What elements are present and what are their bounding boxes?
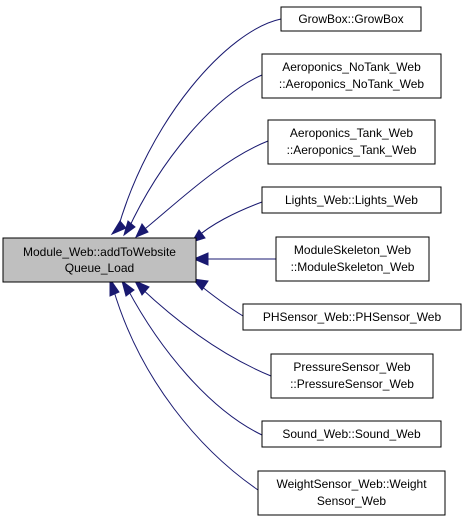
target-node-label: Lights_Web::Lights_Web (285, 193, 418, 207)
arrowhead-moduleskeleton (192, 252, 209, 266)
edge-sound (126, 287, 263, 436)
target-node-box (242, 303, 462, 331)
target-node-label: WeightSensor_Web::Weight (276, 477, 427, 491)
source-node-line-1: Module_Web::addToWebsite (23, 245, 176, 259)
edge-weightsensor (112, 287, 259, 491)
target-node-label: ::Aeroponics_Tank_Web (287, 143, 417, 157)
source-node-line-2: Queue_Load (65, 261, 134, 275)
arrowhead-growbox (110, 220, 127, 236)
arrowhead-group (109, 220, 209, 297)
target-node-weightsensor[interactable]: WeightSensor_Web::Weight Sensor_Web (257, 470, 446, 516)
target-node-label: Sensor_Web (317, 494, 386, 508)
target-node-box (280, 6, 422, 32)
target-node-label: GrowBox::GrowBox (298, 12, 403, 26)
edge-group (112, 18, 282, 491)
target-node-label: PHSensor_Web::PHSensor_Web (263, 310, 442, 324)
target-node-label: ModuleSkeleton_Web (294, 243, 412, 257)
target-node-box (275, 236, 430, 282)
target-node-box (267, 119, 436, 165)
target-node-sound[interactable]: Sound_Web::Sound_Web (261, 420, 442, 448)
arrowhead-sound (121, 279, 135, 297)
edge-pressuresensor (139, 286, 272, 377)
arrowhead-pressuresensor (133, 280, 150, 296)
target-node-label: Sound_Web::Sound_Web (282, 427, 421, 441)
target-node-label: ::PressureSensor_Web (290, 377, 414, 391)
source-node[interactable]: Module_Web::addToWebsite Queue_Load (2, 237, 197, 283)
target-node-phsensor[interactable]: PHSensor_Web::PHSensor_Web (242, 303, 462, 331)
edge-aeroponics-tank (139, 140, 269, 234)
target-node-box (261, 53, 442, 99)
edge-lights (195, 201, 263, 239)
target-node-moduleskeleton[interactable]: ModuleSkeleton_Web ::ModuleSkeleton_Web (275, 236, 430, 282)
target-node-label: ::Aeroponics_NoTank_Web (279, 77, 425, 91)
target-node-lights[interactable]: Lights_Web::Lights_Web (261, 186, 442, 214)
target-node-label: ::ModuleSkeleton_Web (291, 260, 415, 274)
edge-growbox (116, 18, 282, 233)
arrowhead-phsensor (191, 278, 209, 291)
target-node-label: Aeroponics_Tank_Web (290, 126, 414, 140)
edge-aeroponics-notank (126, 74, 263, 233)
target-node-pressuresensor[interactable]: PressureSensor_Web ::PressureSensor_Web (270, 353, 434, 399)
target-node-growbox[interactable]: GrowBox::GrowBox (280, 6, 422, 32)
target-node-aeroponics-notank[interactable]: Aeroponics_NoTank_Web ::Aeroponics_NoTan… (261, 53, 442, 99)
target-node-box (257, 470, 446, 516)
target-node-box (261, 420, 442, 448)
target-node-box (261, 186, 442, 214)
arrowhead-weightsensor (109, 277, 120, 297)
target-node-label: Aeroponics_NoTank_Web (282, 60, 421, 74)
target-node-aeroponics-tank[interactable]: Aeroponics_Tank_Web ::Aeroponics_Tank_We… (267, 119, 436, 165)
arrowhead-aeroponics-notank (123, 220, 136, 237)
target-node-box (270, 353, 434, 399)
target-node-label: PressureSensor_Web (293, 360, 410, 374)
source-node-box (2, 237, 197, 283)
arrowhead-aeroponics-tank (135, 223, 149, 238)
